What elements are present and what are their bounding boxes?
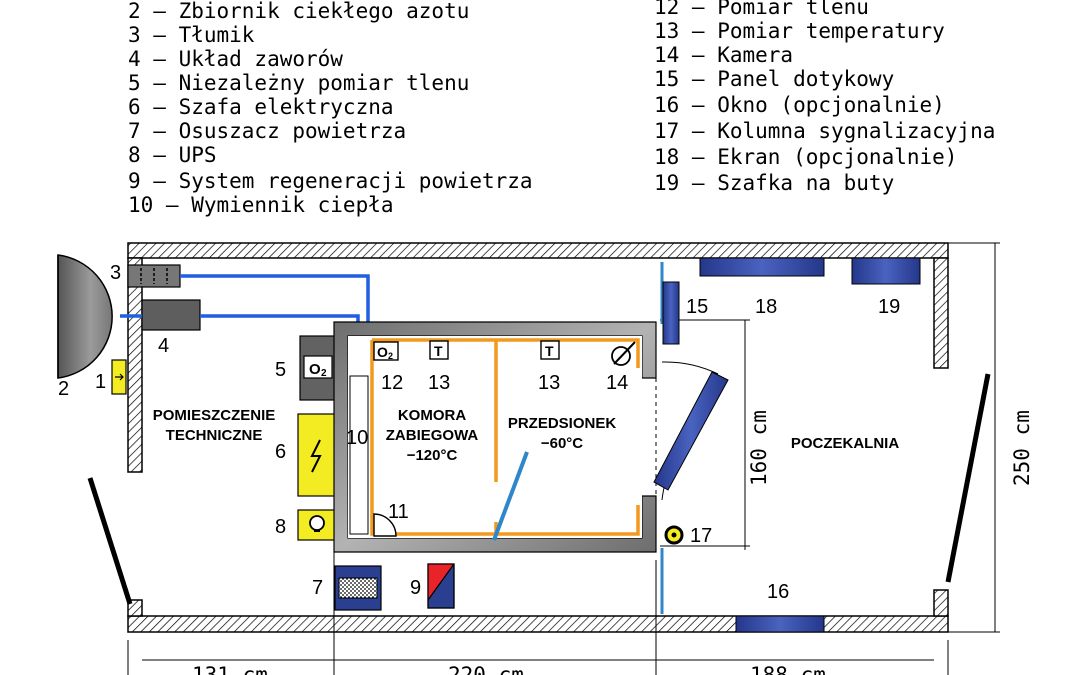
cryo-chamber: 10 — [333, 321, 657, 553]
legend-item: 13 — Pomiar temperatury — [654, 19, 945, 43]
legend-item: 16 — Okno (opcjonalnie) — [654, 93, 945, 117]
legend-item: 17 — Kolumna sygnalizacyjna — [654, 119, 995, 143]
legend-item: 9 — System regeneracji powietrza — [128, 169, 533, 193]
legend-item: 7 — Osuszacz powietrza — [128, 119, 406, 143]
label-16: 16 — [767, 581, 789, 603]
nitrogen-tank — [57, 254, 113, 379]
legend-item: 5 — Niezależny pomiar tlenu — [128, 71, 469, 95]
wall-bottom — [127, 615, 949, 633]
label-14: 14 — [606, 372, 628, 394]
exterior-door-left — [87, 477, 133, 605]
label-3: 3 — [110, 262, 121, 284]
label-13a: 13 — [428, 372, 450, 394]
legend-left: 2 — Zbiornik ciekłego azotu 3 — Tłumik 4… — [128, 0, 533, 217]
exterior-door-right — [945, 373, 991, 583]
shoe-cabinet — [851, 257, 921, 285]
label-2: 2 — [58, 378, 69, 400]
dimension-188: 188 cm — [750, 663, 826, 675]
inner-door — [492, 451, 529, 541]
svg-text:2: 2 — [388, 351, 393, 361]
temperature-sensor-vestibule — [540, 340, 560, 360]
ups — [297, 509, 337, 541]
wall-left-lower — [127, 599, 143, 617]
wall-top — [127, 242, 949, 259]
oxygen-symbol: O — [309, 361, 321, 378]
heat-exchanger — [349, 375, 369, 535]
temperature-sensor-chamber — [429, 340, 449, 360]
label-1: 1 — [95, 371, 106, 393]
room-chamber-line1: KOMORA — [398, 407, 466, 424]
emergency-button — [373, 513, 397, 537]
legend-item: 2 — Zbiornik ciekłego azotu — [128, 0, 469, 23]
dimension-131: 131 cm — [192, 663, 268, 675]
label-10: 10 — [346, 427, 368, 449]
room-vestibule-temp: −60°C — [541, 435, 583, 452]
legend-item: 8 — UPS — [128, 143, 217, 167]
label-9: 9 — [410, 577, 421, 599]
valve-system — [141, 299, 201, 331]
legend-item: 19 — Szafka na buty — [654, 171, 894, 195]
dimension-lines — [127, 242, 1000, 675]
label-15: 15 — [686, 296, 708, 318]
legend-item: 4 — Układ zaworów — [128, 47, 343, 71]
label-8: 8 — [275, 516, 286, 538]
label-6: 6 — [275, 441, 286, 463]
dimension-160: 160 cm — [747, 410, 771, 486]
legend-item: 14 — Kamera — [654, 43, 793, 67]
legend-item: 12 — Pomiar tlenu — [654, 0, 869, 19]
label-4: 4 — [158, 335, 169, 357]
screen — [699, 257, 825, 277]
wall-left-upper — [127, 257, 143, 473]
oxygen-meter — [373, 341, 399, 361]
wall-right-lower — [933, 589, 949, 617]
wall-right-upper — [933, 257, 949, 369]
label-11: 11 — [388, 501, 409, 523]
legend-item: 18 — Ekran (opcjonalnie) — [654, 145, 957, 169]
room-vestibule-line1: PRZEDSIONEK — [508, 415, 617, 432]
legend-right: 12 — Pomiar tlenu 13 — Pomiar temperatur… — [654, 0, 995, 195]
touch-panel — [662, 281, 680, 345]
room-chamber-line2: ZABIEGOWA — [386, 427, 479, 444]
label-17: 17 — [690, 525, 712, 547]
legend-item: 6 — Szafa elektryczna — [128, 95, 394, 119]
room-technical-line1: POMIESZCZENIE — [153, 407, 276, 424]
label-13b: 13 — [538, 372, 560, 394]
svg-text:2: 2 — [321, 368, 327, 379]
lightning-icon — [310, 439, 322, 473]
legend-item: 15 — Panel dotykowy — [654, 67, 894, 91]
label-7: 7 — [312, 577, 323, 599]
dimension-220: 220 cm — [448, 663, 524, 675]
legend-item: 3 — Tłumik — [128, 23, 255, 47]
bulb-icon — [309, 515, 325, 531]
label-19: 19 — [878, 296, 900, 318]
dimension-250: 250 cm — [1010, 410, 1034, 486]
room-chamber-temp: −120°C — [407, 447, 458, 464]
legend-item: 10 — Wymiennik ciepła — [128, 193, 394, 217]
svg-text:T: T — [545, 343, 554, 359]
svg-text:O: O — [377, 344, 388, 360]
label-18: 18 — [755, 296, 777, 318]
svg-text:T: T — [434, 343, 443, 359]
chamber-entry-door — [653, 361, 729, 501]
room-technical-line2: TECHNICZNE — [166, 427, 263, 444]
label-12: 12 — [381, 372, 403, 394]
window — [735, 615, 825, 633]
label-5: 5 — [275, 359, 286, 381]
room-waiting: POCZEKALNIA — [791, 435, 900, 452]
